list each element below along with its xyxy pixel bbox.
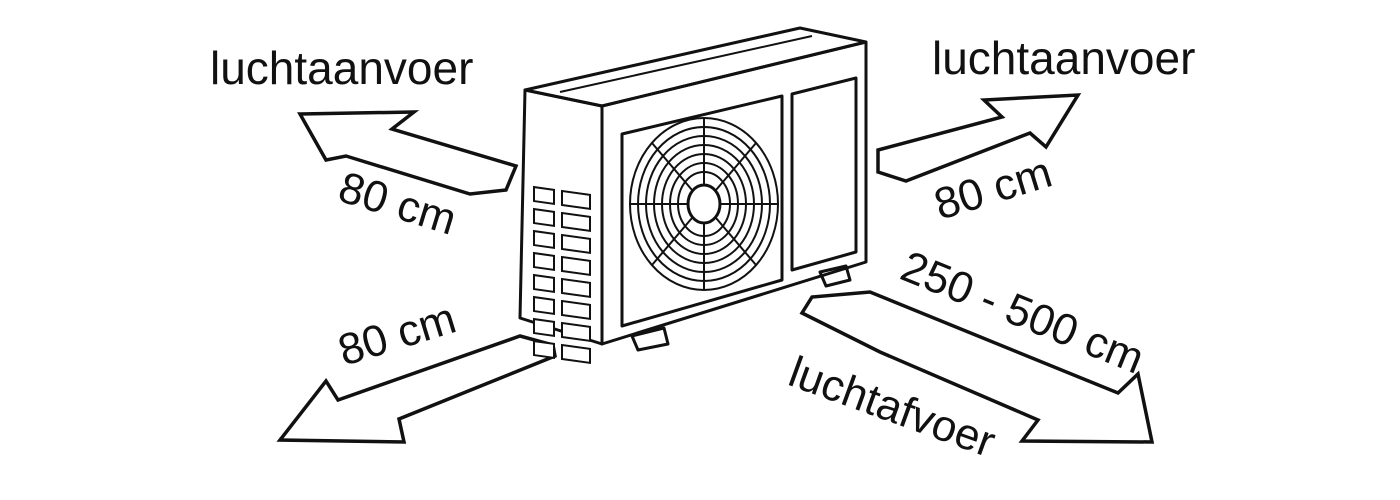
outdoor-unit-icon bbox=[518, 26, 868, 365]
label-intake-right: luchtaanvoer bbox=[932, 32, 1195, 84]
side-grille bbox=[533, 185, 591, 365]
arrow-exhaust bbox=[799, 290, 1155, 444]
arrow-intake-left bbox=[297, 110, 519, 196]
label-intake-left: luchtaanvoer bbox=[210, 42, 473, 94]
arrow-intake-right bbox=[876, 93, 1082, 183]
fan-icon bbox=[629, 117, 779, 291]
